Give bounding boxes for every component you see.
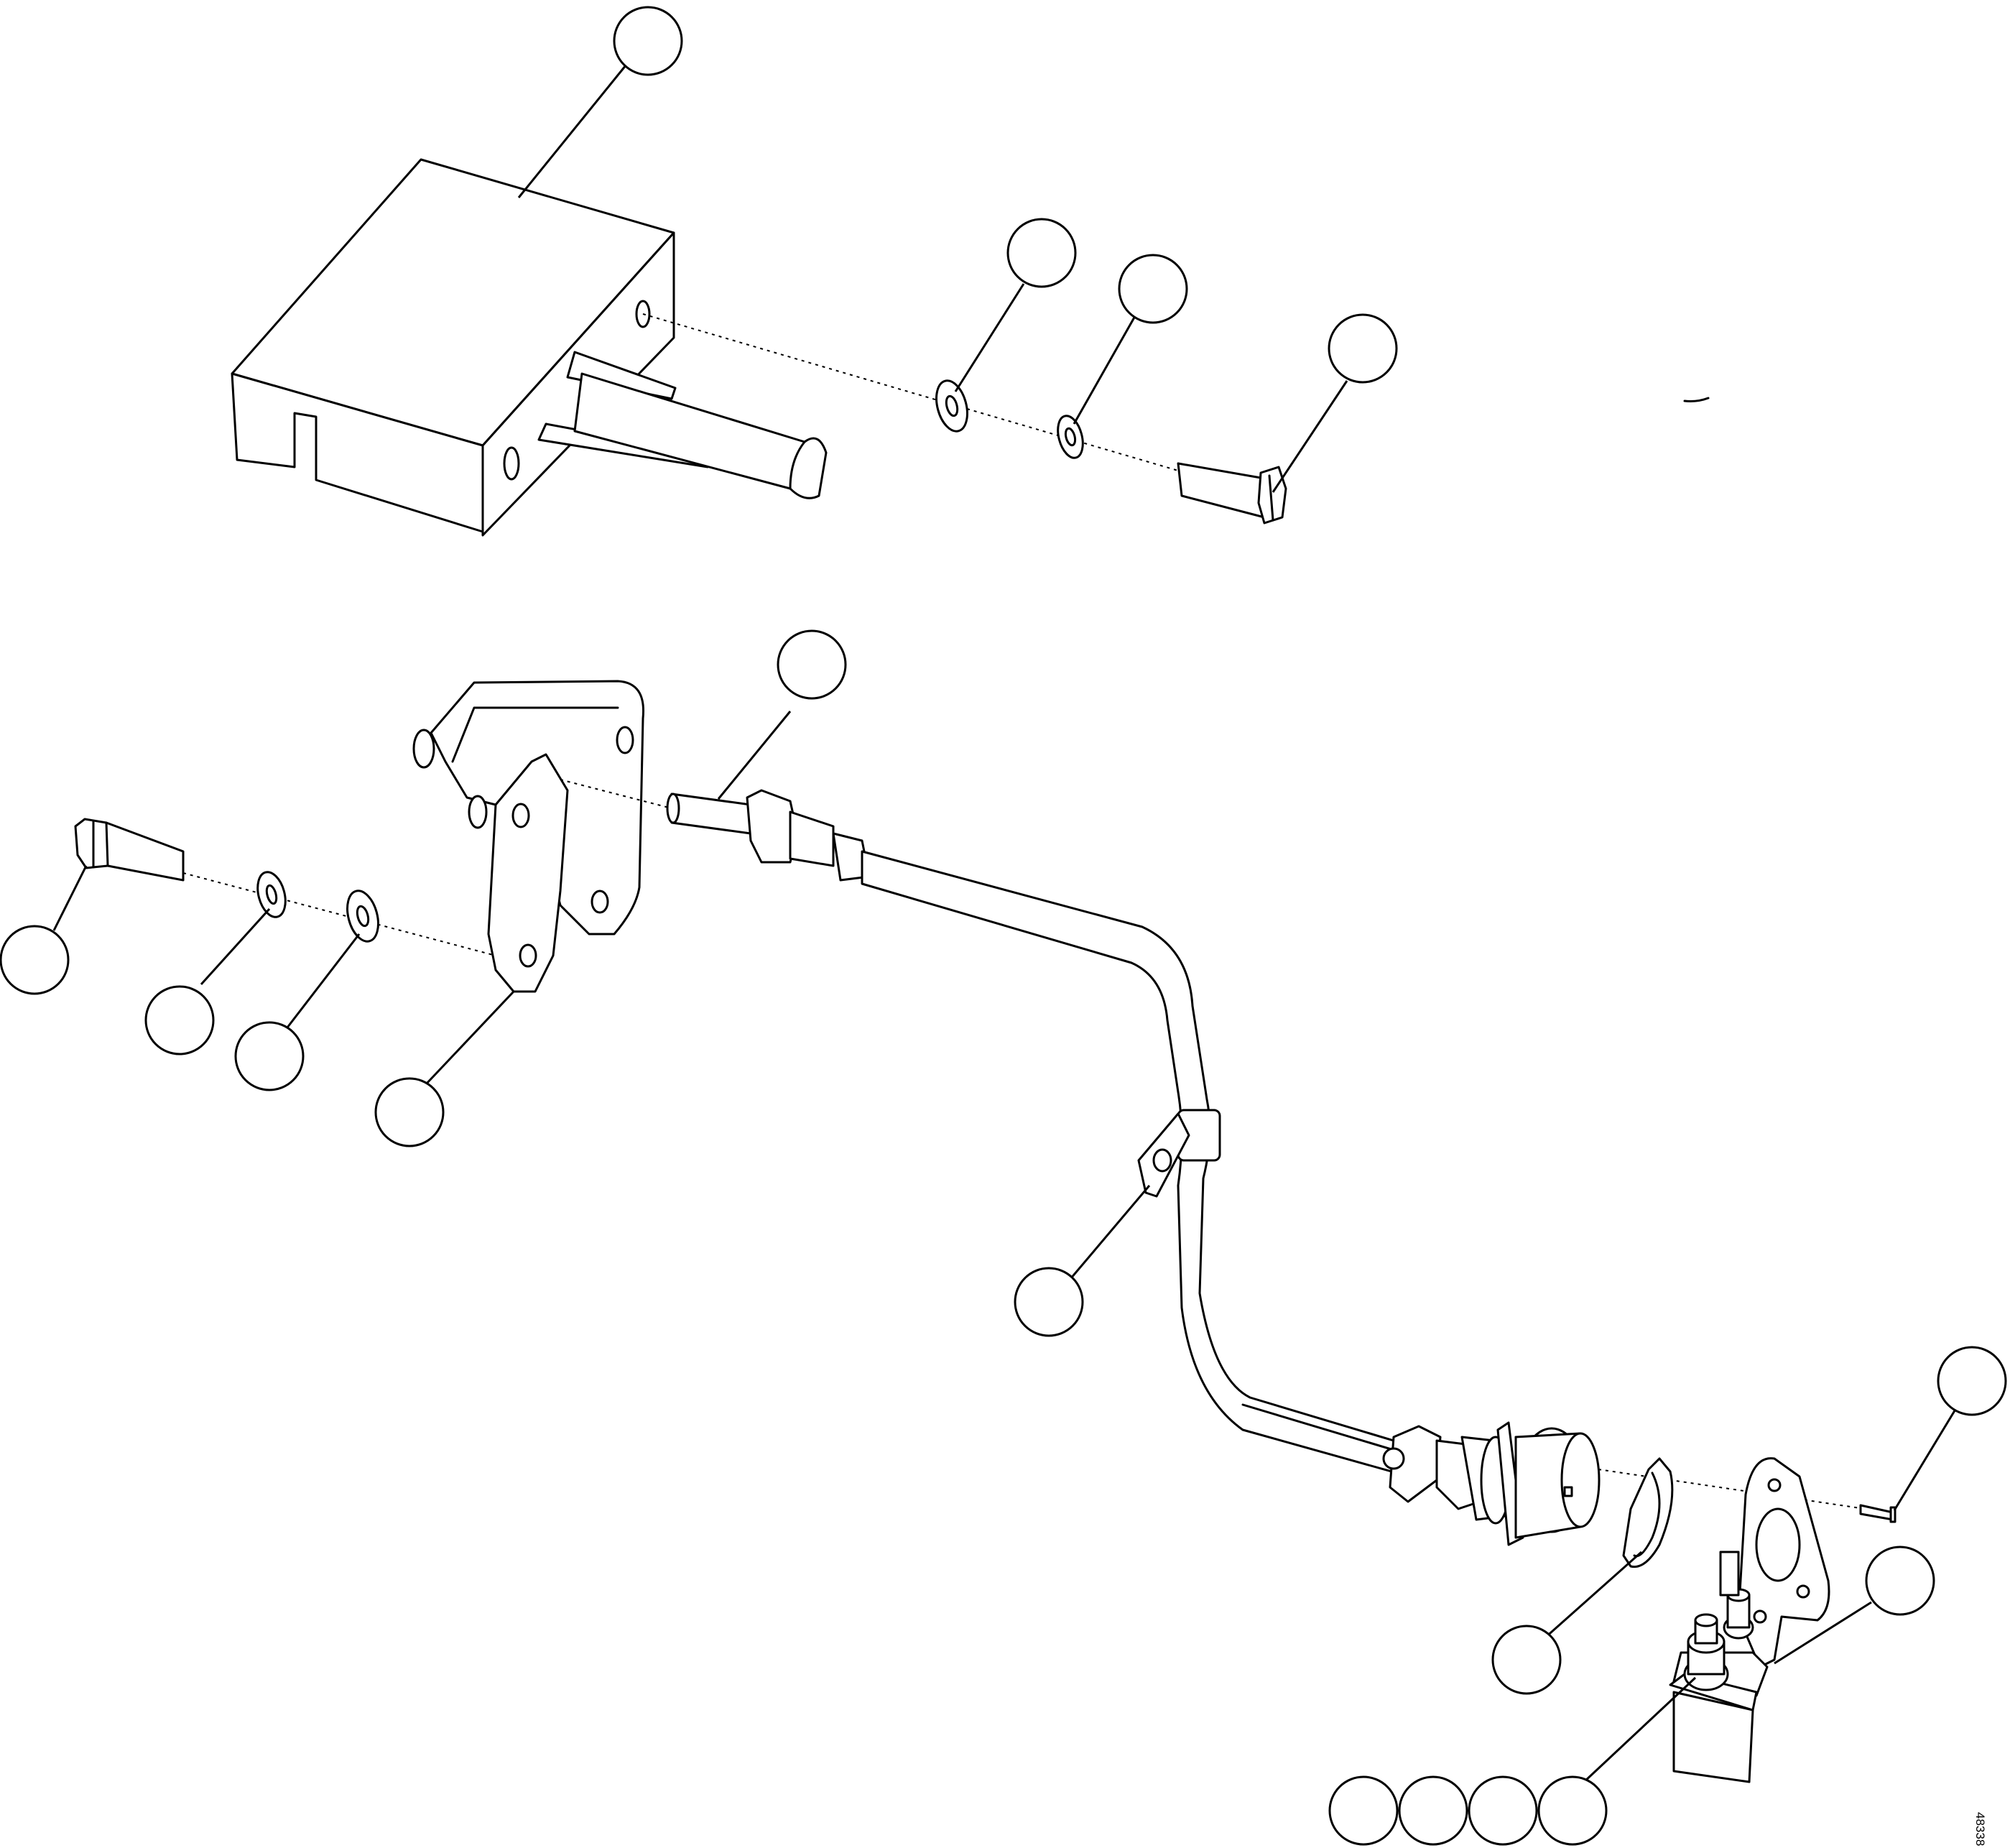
- callouts: [0, 6, 2007, 1846]
- flat-washer-top: [935, 379, 968, 433]
- hex-bolt-left: [74, 818, 185, 882]
- callout-flat-washer-top: [1006, 218, 1077, 288]
- terminal-block: [1669, 1551, 1758, 1783]
- lock-washer-left: [256, 871, 287, 918]
- callout-terminal-4: [1537, 1775, 1608, 1846]
- callout-hex-bolt-left: [0, 925, 70, 995]
- hex-bolt-top: [1177, 462, 1287, 525]
- drawing-number: 48338: [1973, 1812, 1987, 1847]
- callout-lock-washer-left: [144, 985, 215, 1055]
- callout-terminal-3: [1468, 1775, 1538, 1846]
- sensor-cable-assembly: [666, 789, 1601, 1546]
- connector-gasket: [1622, 1457, 1674, 1569]
- callout-terminal-2: [1398, 1775, 1468, 1846]
- callout-hex-bolt-top: [1328, 313, 1398, 384]
- callout-gasket: [1491, 1625, 1562, 1695]
- callout-flat-washer-left: [234, 1021, 305, 1091]
- callout-mounting-bracket: [1865, 1546, 1935, 1616]
- callout-screw: [1937, 1346, 2007, 1416]
- callout-cover-bracket: [613, 6, 683, 76]
- flat-washer-left: [346, 890, 379, 943]
- clevis-bracket: [412, 680, 645, 993]
- callout-cable-clamp: [1014, 1267, 1084, 1337]
- box-cover-bracket: [231, 158, 828, 537]
- screw: [1859, 1504, 1896, 1523]
- lock-washer-top: [1057, 415, 1084, 459]
- callout-sensor: [777, 629, 847, 700]
- callout-clevis-bracket: [374, 1077, 445, 1147]
- stray-mark: [1683, 397, 1710, 402]
- callout-terminal-1: [1328, 1775, 1399, 1846]
- callout-lock-washer-top: [1118, 254, 1188, 324]
